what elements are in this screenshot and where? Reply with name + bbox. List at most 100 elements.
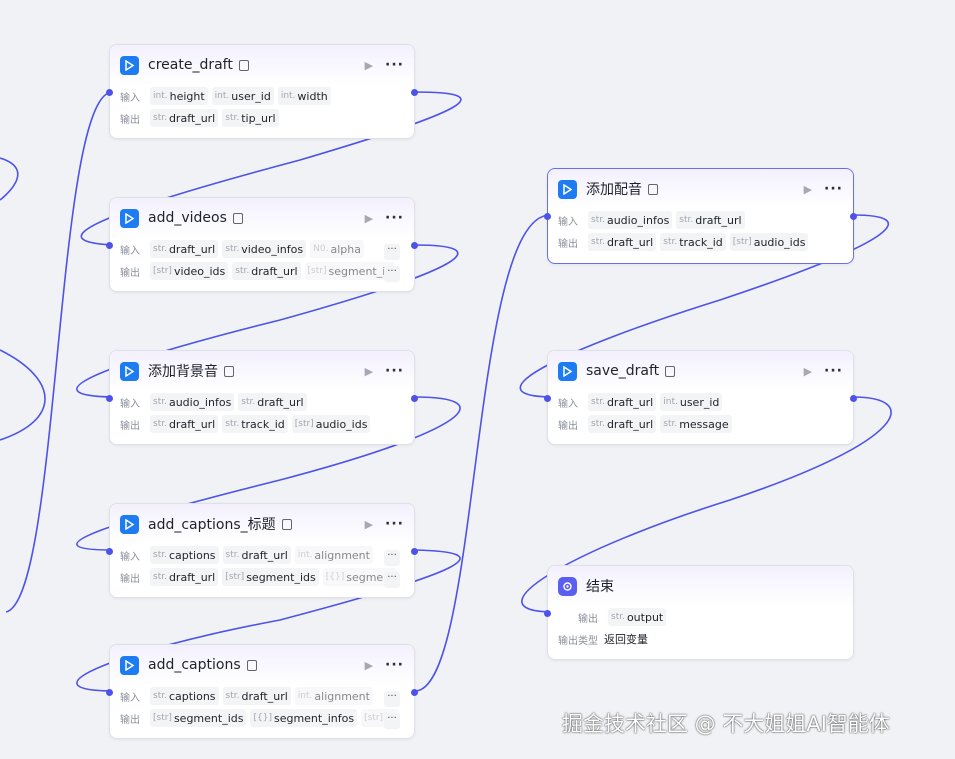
param-tag: str.audio_infos [150, 393, 235, 411]
node-title: 添加背景音 [148, 364, 218, 380]
param-tag: str.track_id [222, 415, 288, 433]
node-add-bg-music[interactable]: 添加背景音 ▶ ··· 输入 str.audio_infos str.draft… [106, 350, 418, 445]
watermark: 掘金技术社区 @ 不大姐姐AI智能体 [562, 712, 890, 736]
bookmark-icon [224, 365, 234, 377]
param-tag: [{}]segment_infos [250, 709, 358, 727]
node-header[interactable]: save_draft ▶ ··· [548, 351, 853, 391]
param-tag: int.alignment [294, 546, 373, 564]
output-port[interactable] [850, 395, 857, 402]
input-port[interactable] [106, 548, 113, 555]
node-add-captions-title[interactable]: add_captions_标题 ▶ ··· 输入 str.captions st… [106, 503, 418, 598]
node-header[interactable]: add_videos ▶ ··· [110, 198, 414, 238]
param-tag: str.tip_url [222, 109, 279, 127]
node-save-draft[interactable]: save_draft ▶ ··· 输入 str.draft_url int.us… [544, 350, 857, 445]
param-tag: str.draft_url [150, 415, 219, 433]
param-tag: int.width [277, 87, 331, 105]
output-port[interactable] [411, 548, 418, 555]
run-icon[interactable]: ▶ [364, 211, 374, 225]
node-header[interactable]: 添加背景音 ▶ ··· [110, 351, 414, 391]
param-tag: str.video_infos [222, 240, 307, 258]
output-port[interactable] [411, 242, 418, 249]
run-icon[interactable]: ▶ [364, 658, 374, 672]
param-tag: str.draft_url [150, 568, 219, 586]
run-icon[interactable]: ▶ [364, 517, 374, 531]
more-icon[interactable]: ··· [385, 657, 404, 673]
node-header[interactable]: create_draft ▶ ··· [110, 45, 414, 85]
more-icon[interactable]: ··· [824, 181, 843, 197]
param-tag: str.draft_url [150, 109, 219, 127]
node-inputs: 输入 str.audio_infos str.draft_url [548, 209, 853, 231]
node-create-draft[interactable]: create_draft ▶ ··· 输入 int.height int.use… [106, 44, 418, 139]
node-outputs: 输出 str.draft_url str.message [548, 413, 853, 435]
run-icon[interactable]: ▶ [803, 182, 813, 196]
node-title: 添加配音 [586, 182, 642, 198]
overflow-button[interactable]: ··· [384, 266, 400, 282]
node-title: create_draft [148, 57, 233, 73]
param-tag: str.draft_url [222, 687, 291, 705]
input-port[interactable] [106, 395, 113, 402]
more-icon[interactable]: ··· [385, 363, 404, 379]
plugin-icon [120, 208, 139, 228]
run-icon[interactable]: ▶ [364, 364, 374, 378]
node-outputs: 输出 str.draft_url [str]segment_ids [{}]se… [110, 566, 414, 588]
input-port[interactable] [106, 89, 113, 96]
node-inputs: 输入 str.captions str.draft_url int.alignm… [110, 685, 414, 707]
output-port[interactable] [850, 213, 857, 220]
overflow-button[interactable]: ··· [384, 691, 400, 707]
node-outputs: 输出 str.draft_url str.track_id [str]audio… [110, 413, 414, 435]
overflow-button[interactable]: ··· [384, 713, 400, 729]
node-add-voiceover[interactable]: 添加配音 ▶ ··· 输入 str.audio_infos str.draft_… [544, 168, 857, 264]
output-port[interactable] [411, 689, 418, 696]
node-outputs: 输出 str.output [548, 606, 853, 628]
bookmark-icon [238, 59, 249, 71]
node-title: add_videos [148, 210, 227, 226]
node-outputs: 输出 str.draft_url str.tip_url [110, 107, 414, 129]
more-icon[interactable]: ··· [385, 516, 404, 532]
input-port[interactable] [544, 213, 551, 220]
node-outputs: 输出 [str]segment_ids [{}]segment_infos [s… [110, 707, 414, 729]
param-tag: int.user_id [660, 393, 723, 411]
param-tag: [str]segment_ids [222, 568, 319, 586]
overflow-button[interactable]: ··· [384, 244, 400, 260]
param-tag: str.draft_url [232, 262, 301, 280]
more-icon[interactable]: ··· [385, 57, 404, 73]
bookmark-icon [665, 365, 676, 377]
param-tag: str.message [660, 415, 732, 433]
node-inputs: 输入 str.captions str.draft_url int.alignm… [110, 544, 414, 566]
param-tag: str.audio_infos [588, 211, 673, 229]
node-header[interactable]: 结束 [548, 566, 853, 606]
node-header[interactable]: 添加配音 ▶ ··· [548, 169, 853, 209]
more-icon[interactable]: ··· [824, 363, 843, 379]
output-port[interactable] [411, 89, 418, 96]
param-tag: [{}]segment [322, 568, 398, 586]
overflow-button[interactable]: ··· [384, 550, 400, 566]
node-title: save_draft [586, 363, 660, 379]
output-type-row: 输出类型 返回变量 [558, 633, 648, 647]
node-end[interactable]: 结束 输出 str.output 输出类型 返回变量 [544, 565, 854, 660]
more-icon[interactable]: ··· [385, 210, 404, 226]
input-port[interactable] [544, 610, 551, 617]
node-header[interactable]: add_captions_标题 ▶ ··· [110, 504, 414, 544]
input-port[interactable] [544, 395, 551, 402]
plugin-icon [120, 514, 139, 534]
param-tag: str.draft_url [238, 393, 307, 411]
param-tag: [str]segment_ids [150, 709, 247, 727]
node-inputs: 输入 str.audio_infos str.draft_url [110, 391, 414, 413]
input-port[interactable] [106, 242, 113, 249]
param-tag: str.draft_url [588, 415, 657, 433]
input-port[interactable] [106, 689, 113, 696]
plugin-icon [558, 361, 577, 381]
param-tag: str.captions [150, 687, 219, 705]
node-header[interactable]: add_captions ▶ ··· [110, 645, 414, 685]
run-icon[interactable]: ▶ [803, 364, 813, 378]
end-icon [558, 576, 577, 596]
node-add-videos[interactable]: add_videos ▶ ··· 输入 str.draft_url str.vi… [106, 197, 418, 292]
plugin-icon [120, 361, 139, 381]
node-add-captions[interactable]: add_captions ▶ ··· 输入 str.captions str.d… [106, 644, 418, 739]
node-title: add_captions [148, 657, 241, 673]
output-port[interactable] [411, 395, 418, 402]
node-inputs: 输入 str.draft_url int.user_id [548, 391, 853, 413]
bookmark-icon [232, 212, 243, 224]
overflow-button[interactable]: ··· [384, 572, 400, 588]
run-icon[interactable]: ▶ [364, 58, 374, 72]
